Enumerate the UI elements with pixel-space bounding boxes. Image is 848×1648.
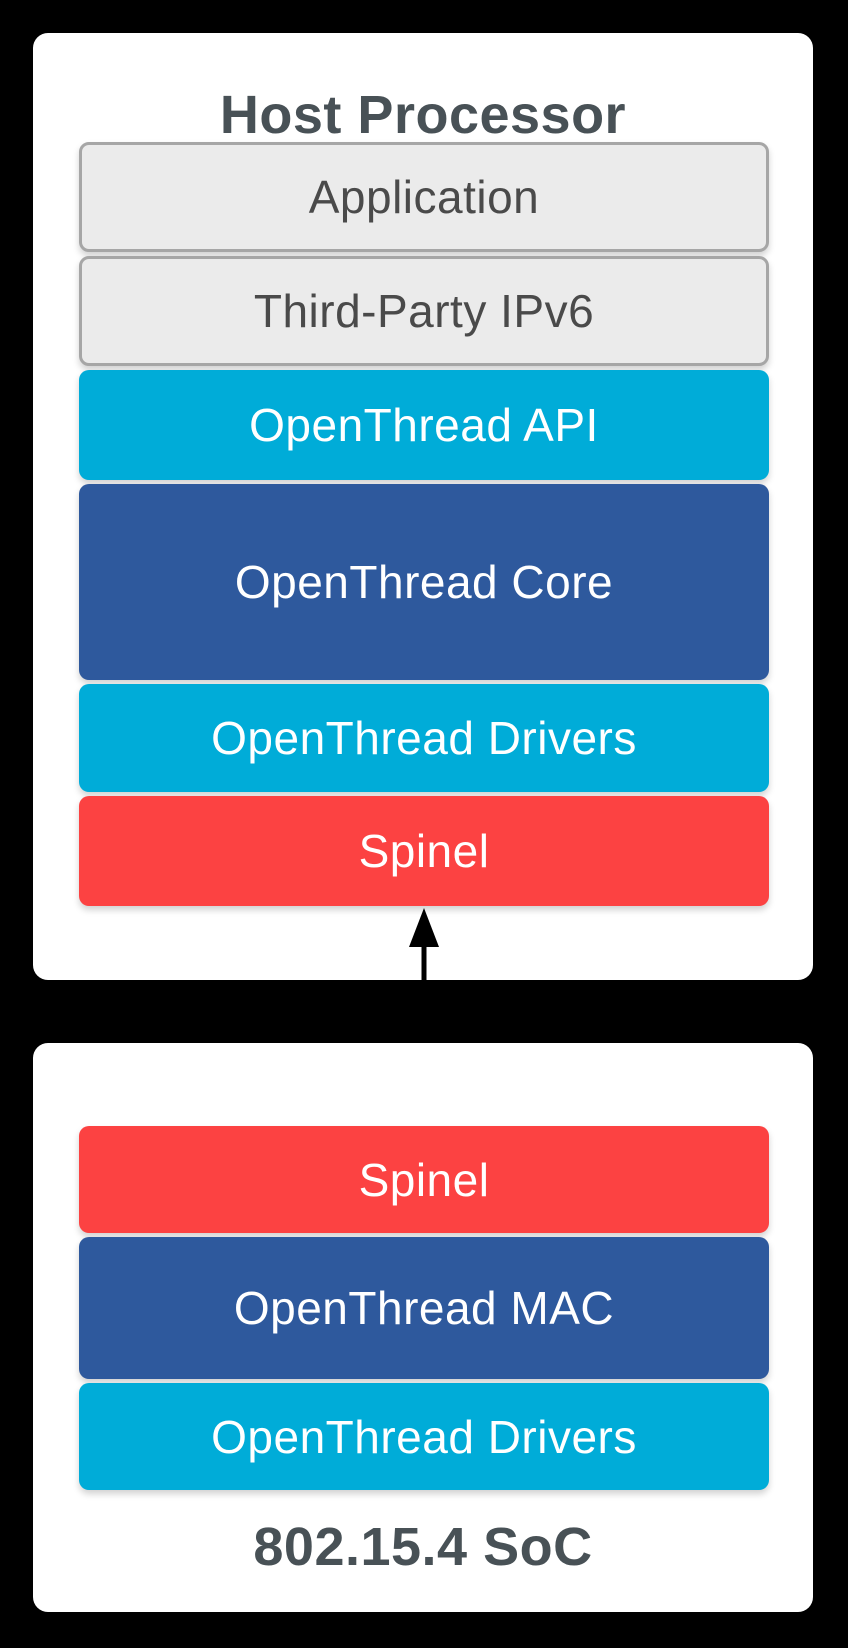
layer-openthread-api: OpenThread API — [79, 370, 769, 480]
layer-spinel-soc: Spinel — [79, 1126, 769, 1233]
layer-third-party-ipv6: Third-Party IPv6 — [79, 256, 769, 366]
layer-openthread-mac: OpenThread MAC — [79, 1237, 769, 1379]
soc-layer-stack: Spinel OpenThread MAC OpenThread Drivers — [79, 1126, 769, 1490]
layer-label: Application — [308, 171, 540, 223]
soc-panel-title: 802.15.4 SoC — [253, 1517, 593, 1577]
host-panel-title: Host Processor — [219, 85, 627, 145]
layer-label: Third-Party IPv6 — [253, 285, 595, 337]
layer-label: Spinel — [358, 825, 490, 877]
layer-label: OpenThread MAC — [233, 1282, 615, 1334]
layer-openthread-drivers-host: OpenThread Drivers — [79, 684, 769, 792]
layer-label: OpenThread Core — [234, 556, 614, 608]
layer-spinel-host: Spinel — [79, 796, 769, 906]
layer-label: OpenThread Drivers — [211, 1410, 637, 1463]
layer-label: OpenThread Drivers — [211, 712, 637, 764]
layer-label: Spinel — [358, 1153, 490, 1206]
layer-application: Application — [79, 142, 769, 252]
layer-label: OpenThread API — [249, 399, 599, 451]
host-processor-panel: Host Processor Application Third-Party I… — [33, 33, 813, 980]
host-layer-stack: Application Third-Party IPv6 OpenThread … — [79, 142, 769, 906]
soc-panel: Spinel OpenThread MAC OpenThread Drivers… — [33, 1043, 813, 1612]
layer-openthread-core: OpenThread Core — [79, 484, 769, 680]
layer-openthread-drivers-soc: OpenThread Drivers — [79, 1383, 769, 1490]
